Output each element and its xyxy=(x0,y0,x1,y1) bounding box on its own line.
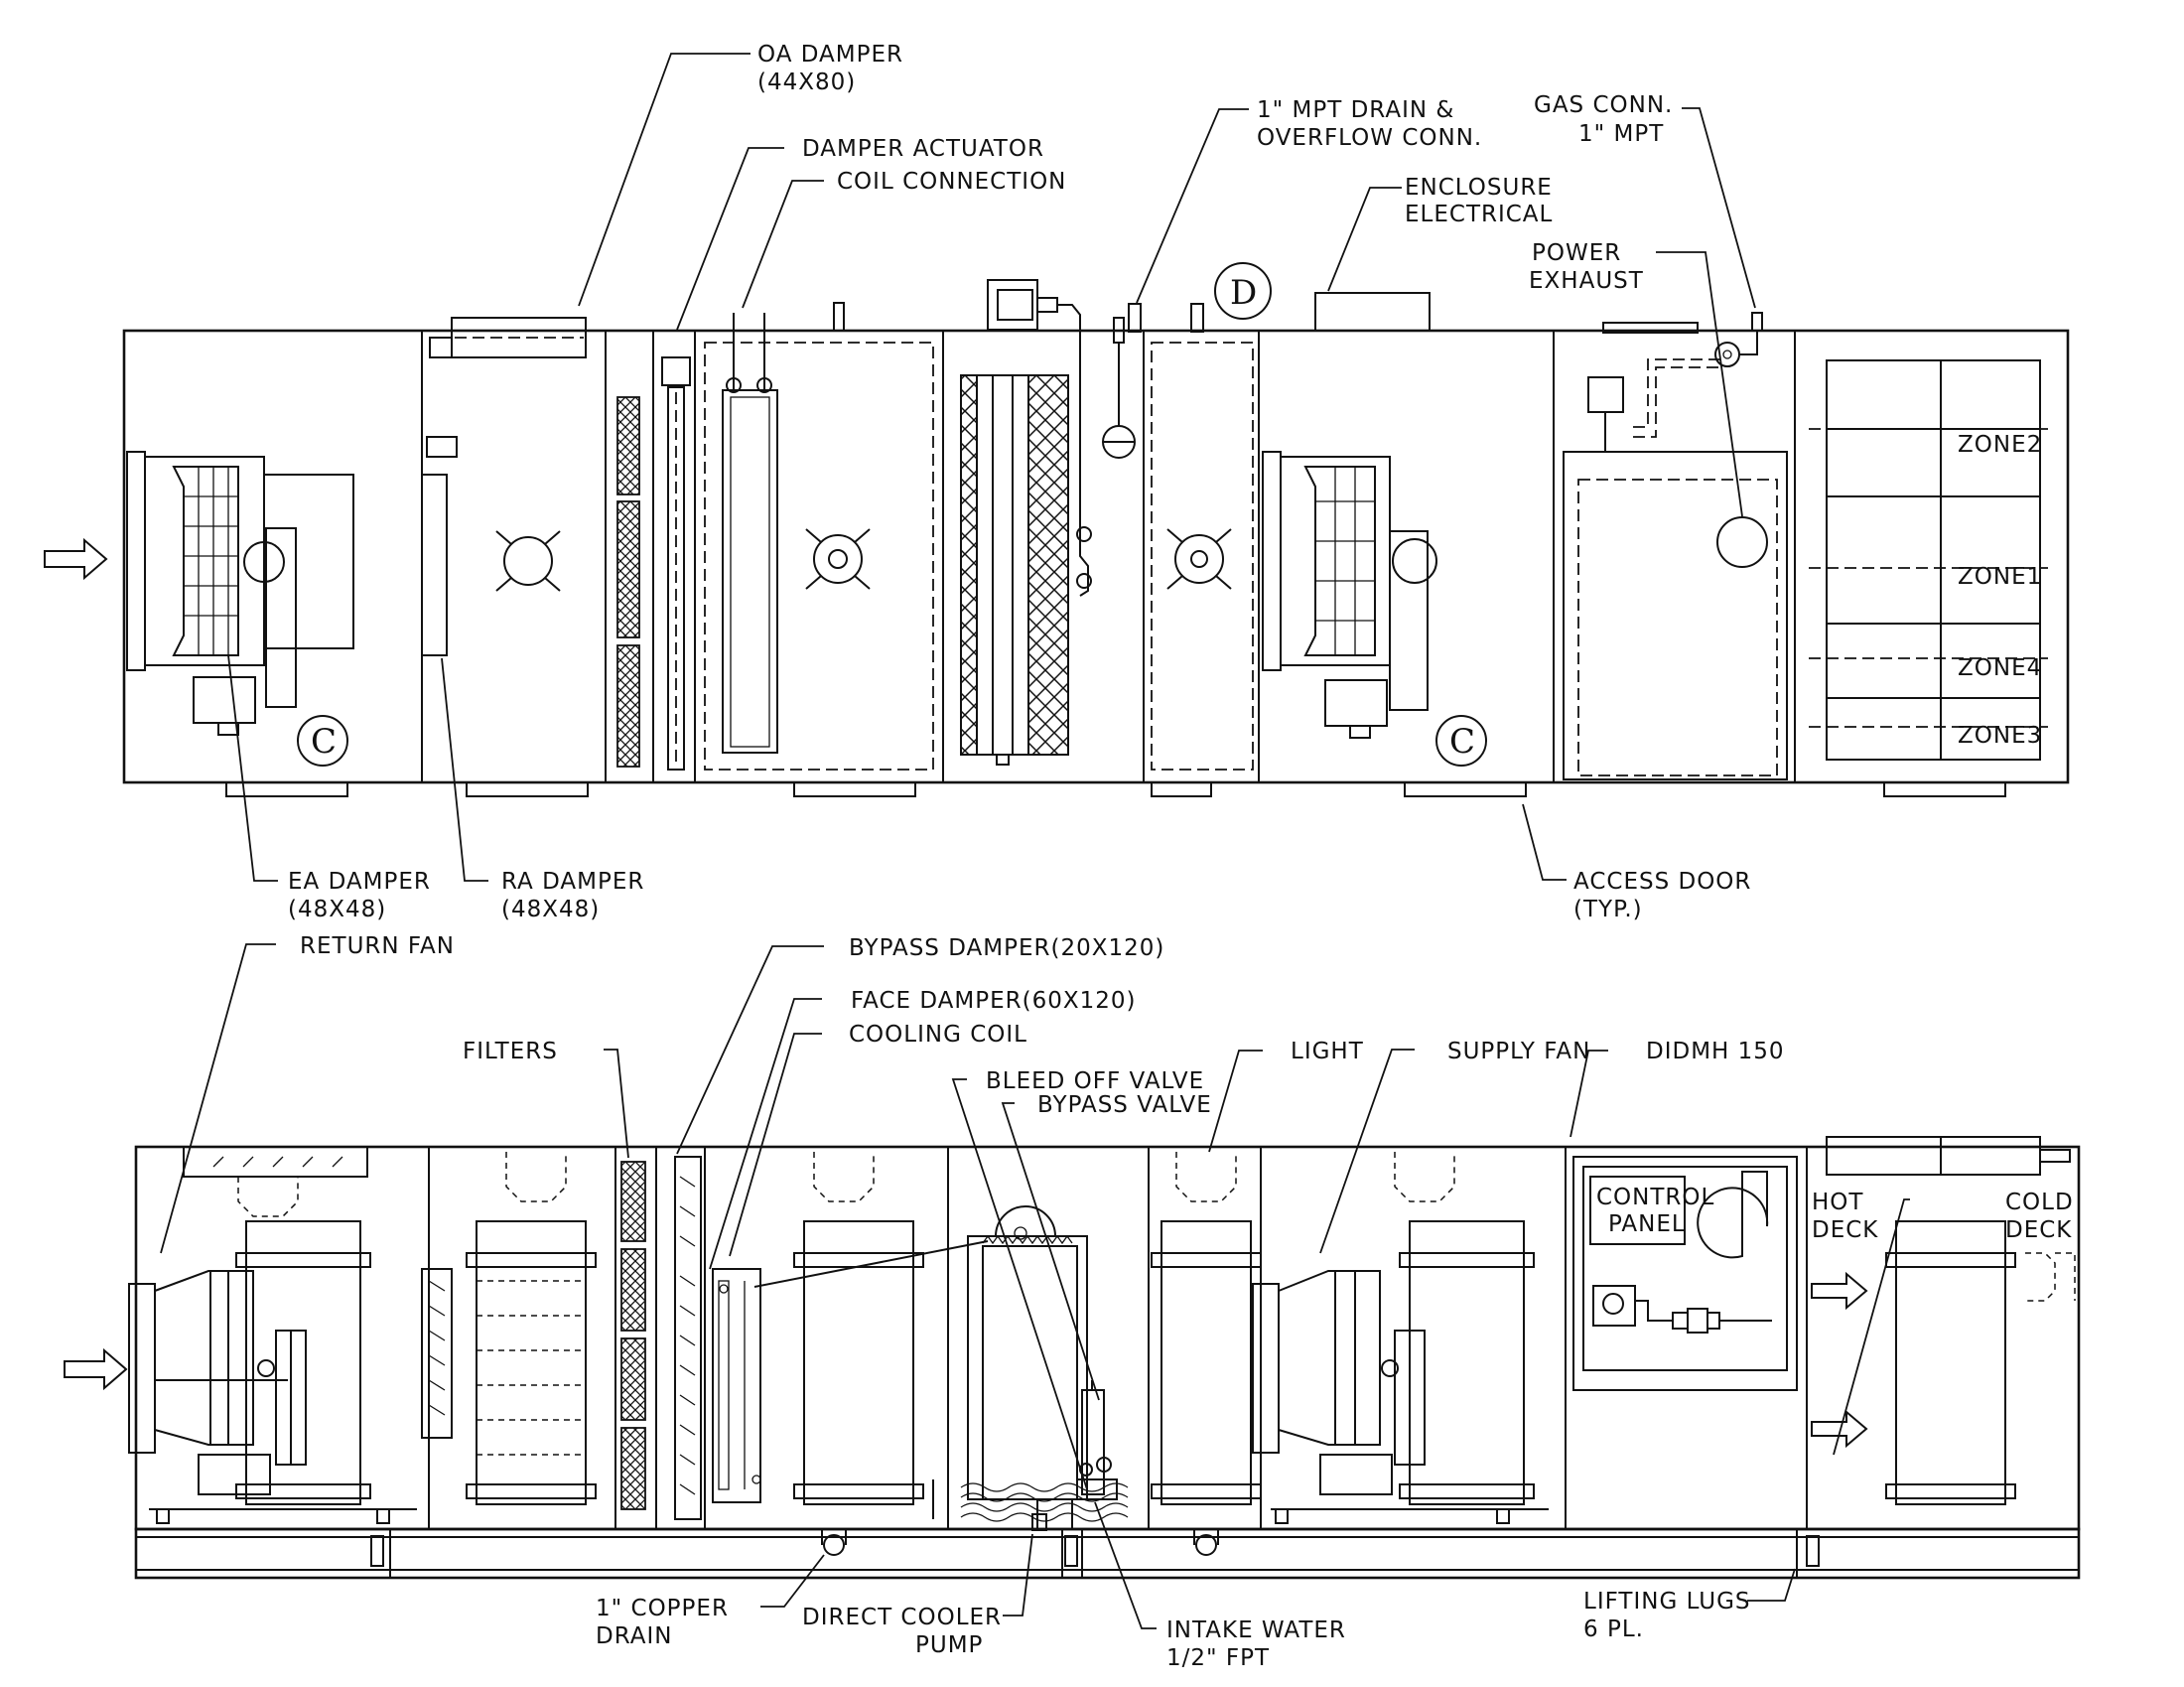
circle-c-label-2: C xyxy=(1449,722,1476,762)
control-panel xyxy=(1589,1176,1686,1245)
oa-damper-size: (44X80) xyxy=(757,70,856,95)
drain-overflow-label-1: 1" MPT DRAIN & xyxy=(1257,97,1454,123)
heater-enclosure xyxy=(1572,1156,1798,1391)
zone3-label: ZONE3 xyxy=(1958,723,2042,749)
power-exhaust-icon xyxy=(1716,516,1768,568)
filter-stack-side xyxy=(620,1161,646,1510)
didmh-label: DIDMH 150 xyxy=(1646,1039,1785,1064)
direct-cooler xyxy=(753,1205,1129,1531)
face-damper-label: FACE DAMPER(60X120) xyxy=(851,988,1137,1014)
access-knob-icon xyxy=(503,536,553,586)
circle-d-marker xyxy=(1214,262,1272,320)
access-door-label: ACCESS DOOR xyxy=(1573,869,1751,895)
zone-dampers xyxy=(1809,359,2048,761)
top-casing xyxy=(122,329,2070,784)
airflow-arrow-icon xyxy=(44,537,108,581)
inlet-arrow-icon xyxy=(64,1347,128,1391)
lifting-lugs-label-2: 6 PL. xyxy=(1583,1617,1644,1642)
cold-deck-label-1: COLD xyxy=(2005,1190,2074,1215)
ra-damper-label: RA DAMPER xyxy=(501,869,644,895)
gas-conn-label-1: GAS CONN. xyxy=(1534,92,1673,118)
intake-water-label-2: 1/2" FPT xyxy=(1166,1645,1270,1671)
drain-overflow-label-2: OVERFLOW CONN. xyxy=(1257,125,1482,151)
zone1-label: ZONE1 xyxy=(1958,564,2042,590)
intake-water-label-1: INTAKE WATER xyxy=(1166,1617,1346,1643)
damper-actuator-label: DAMPER ACTUATOR xyxy=(802,136,1044,162)
direct-cooler-label-2: PUMP xyxy=(915,1632,983,1658)
enclosure-label-2: ELECTRICAL xyxy=(1405,202,1553,227)
electrical-enclosure xyxy=(1314,292,1431,332)
light-fixture-icon xyxy=(505,1152,567,1202)
filters-label: FILTERS xyxy=(463,1039,558,1064)
filter-stack-top xyxy=(616,396,640,768)
zone4-label: ZONE4 xyxy=(1958,655,2042,681)
return-fan-label: RETURN FAN xyxy=(300,933,455,959)
circle-c-label: C xyxy=(311,722,338,762)
ra-damper xyxy=(421,474,448,656)
circle-c-marker xyxy=(297,715,348,767)
lifting-lugs-label-1: LIFTING LUGS xyxy=(1583,1589,1751,1615)
lifting-lug xyxy=(370,1535,384,1567)
power-exhaust-label-1: POWER xyxy=(1532,240,1621,266)
access-door-typ: (TYP.) xyxy=(1573,897,1643,922)
cold-deck-label-2: DECK xyxy=(2005,1217,2072,1243)
side-view: CONTROL PANEL xyxy=(64,933,2081,1671)
top-view: C xyxy=(44,42,2070,922)
bypass-valve-label: BYPASS VALVE xyxy=(1037,1092,1212,1118)
supply-fan-side xyxy=(1252,1152,1549,1524)
hot-deck-label-1: HOT xyxy=(1812,1190,1863,1215)
control-panel-label-2: PANEL xyxy=(1608,1211,1686,1237)
copper-drain-label-1: 1" COPPER xyxy=(596,1596,729,1621)
power-exhaust-label-2: EXHAUST xyxy=(1529,268,1644,294)
gas-conn-label-2: 1" MPT xyxy=(1578,121,1664,147)
lifting-lug xyxy=(1806,1535,1820,1567)
supply-fan-label: SUPPLY FAN xyxy=(1447,1039,1590,1064)
top-feet xyxy=(225,781,2006,797)
lifting-lug xyxy=(1064,1535,1078,1567)
evap-media-top xyxy=(960,374,1069,766)
light-label: LIGHT xyxy=(1291,1039,1364,1064)
hot-deck-arrow-icon xyxy=(1811,1271,1868,1311)
control-panel-label-1: CONTROL xyxy=(1596,1185,1714,1210)
return-fan-top xyxy=(126,451,354,736)
face-damper xyxy=(674,1156,702,1520)
direct-cooler-label-1: DIRECT COOLER xyxy=(802,1605,1002,1630)
cooling-coil-side xyxy=(476,1220,587,1505)
supply-fan-top xyxy=(1262,451,1437,739)
hot-deck-label-2: DECK xyxy=(1812,1217,1878,1243)
oa-damper-label: OA DAMPER xyxy=(757,42,903,68)
zone-damper-side xyxy=(1826,1136,2041,1176)
coil-connection-label: COIL CONNECTION xyxy=(837,169,1066,195)
cold-deck-arrow-icon xyxy=(1811,1409,1868,1449)
ea-damper-label: EA DAMPER xyxy=(288,869,431,895)
enclosure-label-1: ENCLOSURE xyxy=(1405,175,1553,201)
zone2-label: ZONE2 xyxy=(1958,432,2042,458)
cooling-coil-label: COOLING COIL xyxy=(849,1022,1027,1048)
ra-damper-size: (48X48) xyxy=(501,897,600,922)
base-rail xyxy=(134,1527,2081,1580)
circle-d-label: D xyxy=(1230,273,1258,313)
return-fan-side xyxy=(128,1220,417,1524)
pump-motor-top xyxy=(987,279,1038,331)
coil-top xyxy=(722,389,778,754)
bypass-damper-label: BYPASS DAMPER(20X120) xyxy=(849,935,1164,961)
bleed-off-valve-label: BLEED OFF VALVE xyxy=(986,1068,1204,1094)
copper-drain-label-2: DRAIN xyxy=(596,1623,672,1649)
copper-drain-icon xyxy=(823,1534,845,1556)
ea-damper-size: (48X48) xyxy=(288,897,386,922)
